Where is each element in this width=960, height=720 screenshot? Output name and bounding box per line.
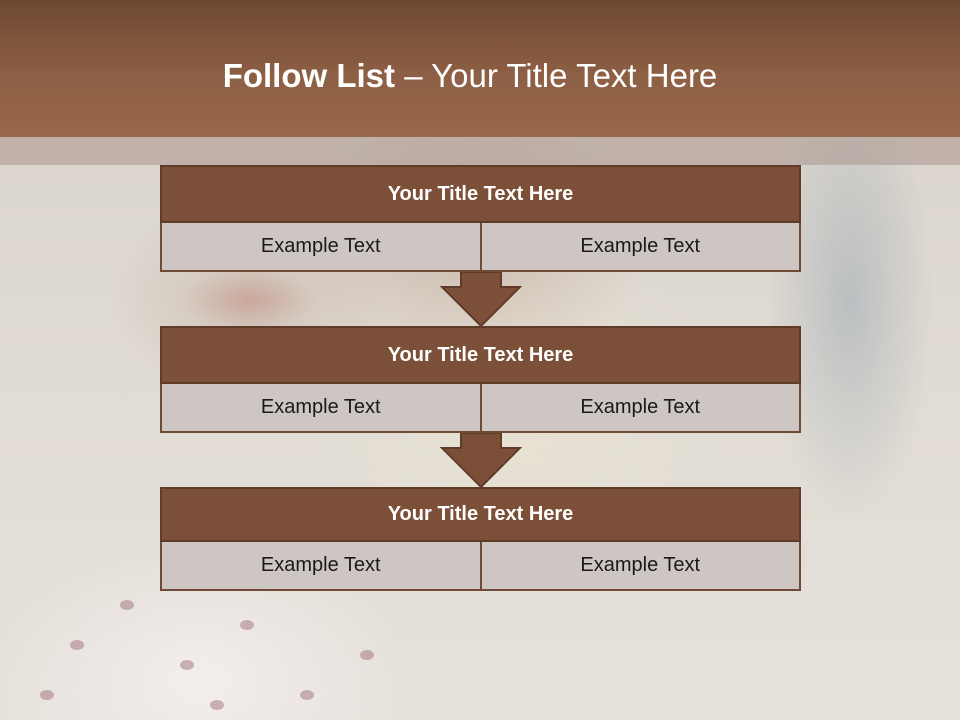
step-cells: Example Text Example Text	[160, 542, 801, 591]
step-block-2: Your Title Text Here Example Text Exampl…	[160, 326, 801, 433]
page-title: Follow List – Your Title Text Here	[0, 52, 940, 100]
step-cells: Example Text Example Text	[160, 223, 801, 272]
step-title: Your Title Text Here	[160, 165, 801, 223]
step-cell-right: Example Text	[479, 223, 799, 270]
floral-pattern	[360, 650, 374, 660]
step-title: Your Title Text Here	[160, 487, 801, 542]
title-rest: – Your Title Text Here	[395, 57, 718, 94]
step-cell-right: Example Text	[479, 384, 799, 431]
floral-pattern	[300, 690, 314, 700]
floral-pattern	[70, 640, 84, 650]
step-block-3: Your Title Text Here Example Text Exampl…	[160, 487, 801, 591]
step-cells: Example Text Example Text	[160, 384, 801, 433]
floral-pattern	[40, 690, 54, 700]
title-bold: Follow List	[222, 57, 396, 94]
step-block-1: Your Title Text Here Example Text Exampl…	[160, 165, 801, 272]
step-title: Your Title Text Here	[160, 326, 801, 384]
step-cell-left: Example Text	[162, 223, 480, 270]
step-cell-left: Example Text	[162, 384, 480, 431]
step-cell-left: Example Text	[162, 542, 480, 589]
header-strip	[0, 137, 960, 165]
floral-pattern	[120, 600, 134, 610]
header-bar	[0, 0, 960, 137]
floral-pattern	[210, 700, 224, 710]
step-cell-right: Example Text	[479, 542, 799, 589]
floral-pattern	[240, 620, 254, 630]
down-arrow-icon	[440, 433, 522, 489]
floral-pattern	[180, 660, 194, 670]
down-arrow-icon	[440, 272, 522, 328]
